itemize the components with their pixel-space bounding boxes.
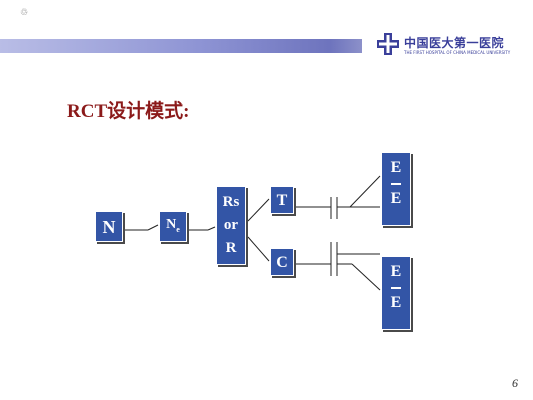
connector-r-t [247, 198, 270, 222]
node-c-label: C [276, 254, 288, 271]
node-c: C [270, 248, 294, 276]
node-e2-divider [391, 287, 401, 289]
connector-c-e2-diag [351, 263, 381, 291]
hospital-subtitle: THE FIRST HOSPITAL OF CHINA MEDICAL UNIV… [404, 50, 511, 55]
node-e-control: E E [381, 256, 411, 330]
node-r-line1: Rs [222, 194, 240, 210]
header-banner [0, 39, 362, 53]
node-ne: Ne [159, 211, 187, 242]
node-e2-top: E [390, 263, 402, 280]
connector-r-c [247, 236, 270, 262]
node-e1-bottom: E [390, 190, 402, 207]
medical-cross-icon [377, 33, 399, 55]
header-banner-fade [330, 39, 362, 53]
node-e2-bottom: E [390, 294, 402, 311]
node-e-treatment: E E [381, 152, 411, 226]
node-t: T [270, 186, 294, 214]
node-t-label: T [276, 192, 288, 209]
node-r-line3: R [225, 240, 237, 256]
connector-n-ne-tick [147, 224, 159, 231]
slide-title: RCT设计模式: [67, 101, 190, 122]
node-e1-divider [391, 183, 401, 185]
node-ne-sub: e [176, 225, 180, 234]
node-e1-top: E [390, 159, 402, 176]
node-ne-main: N [166, 217, 177, 232]
page-number: 6 [512, 376, 518, 390]
connector-ne-r-tick [207, 226, 216, 231]
node-n-label: N [102, 217, 116, 237]
node-randomization: Rs or R [216, 186, 246, 265]
hospital-name: 中国医大第一医院 [404, 36, 505, 50]
node-ne-label: Ne [160, 212, 186, 243]
connector-t-e1-up [349, 175, 381, 208]
node-r-line2: or [223, 217, 239, 233]
corner-mark: ♲ [20, 8, 29, 18]
node-n: N [95, 211, 123, 242]
